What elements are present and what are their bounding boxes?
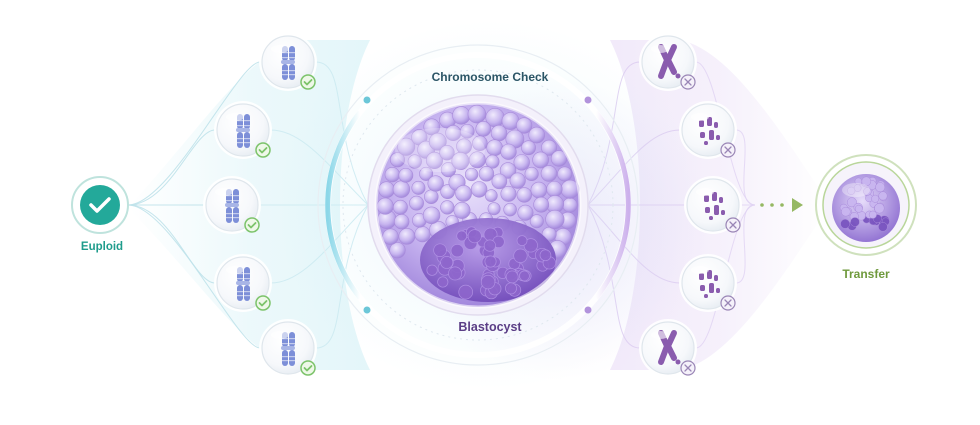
transfer-label: Transfer	[842, 267, 890, 281]
aneuploid-chromosome-bubble	[679, 254, 737, 312]
cross-icon	[680, 74, 696, 90]
euploid-chromosome-bubble	[203, 176, 261, 234]
chromosome-fragmented-icon	[699, 117, 720, 145]
euploid-chromosome-bubble	[259, 319, 317, 377]
cross-icon	[720, 142, 736, 158]
cross-icon	[680, 360, 696, 376]
chromosome-normal-icon	[225, 189, 239, 223]
check-icon	[300, 74, 316, 90]
cross-icon	[720, 295, 736, 311]
aneuploid-chromosome-bubble	[639, 319, 697, 377]
euploid-chromosome-bubble	[214, 254, 272, 312]
diagram-title: Chromosome Check	[431, 70, 549, 84]
transfer-arrow	[760, 198, 803, 212]
aneuploid-chromosome-bubble	[684, 176, 742, 234]
euploid-chromosome-list	[203, 33, 317, 377]
chromosome-fragmented-icon	[704, 192, 725, 220]
euploid-chromosome-bubble	[214, 101, 272, 159]
euploid-label: Euploid	[80, 241, 124, 253]
chromosome-fragmented-icon	[699, 270, 720, 298]
check-icon	[300, 360, 316, 376]
aneuploid-chromosome-bubble	[639, 33, 697, 91]
aneuploid-chromosome-bubble	[679, 101, 737, 159]
center-label: Blastocyst	[458, 320, 522, 334]
euploid-node	[71, 176, 129, 234]
euploid-chromosome-bubble	[259, 33, 317, 91]
check-badge-icon	[80, 185, 120, 225]
check-icon	[255, 295, 271, 311]
transfer-embryo	[815, 154, 917, 256]
check-icon	[244, 217, 260, 233]
check-icon	[255, 142, 271, 158]
aneuploid-chromosome-list	[639, 33, 742, 377]
cross-icon	[725, 217, 741, 233]
chromosome-normal-icon	[281, 332, 295, 366]
analysis-rings	[317, 44, 639, 366]
chromosome-normal-icon	[236, 114, 250, 148]
blastocyst-embryo	[367, 94, 589, 316]
